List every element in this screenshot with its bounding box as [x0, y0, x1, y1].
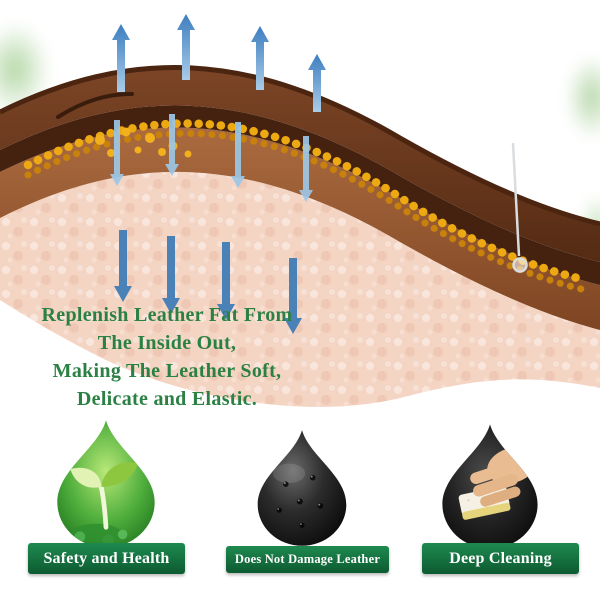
leather-seam-layer	[0, 105, 600, 285]
inner-down-arrow-4	[299, 136, 313, 202]
hand	[470, 446, 537, 507]
up-arrow-3	[251, 26, 269, 90]
lower-down-arrow-3	[217, 242, 235, 320]
sprout-leaf-left	[70, 467, 102, 488]
repair-needle	[511, 142, 528, 273]
headline-line-4: Delicate and Elastic.	[76, 388, 258, 410]
inner-down-arrows	[110, 114, 313, 202]
badge-deep-cleaning: Deep Cleaning	[422, 543, 579, 574]
leather-tufting-dimples	[272, 463, 324, 528]
fat-beads-row-2	[24, 129, 589, 294]
badge-safety-label: Safety and Health	[43, 549, 170, 567]
leather-surface-rim	[0, 65, 600, 227]
badge-no-damage-label: Does Not Damage Leather	[234, 552, 381, 566]
lower-down-arrows	[114, 230, 302, 334]
up-arrow-1	[112, 24, 130, 92]
surface-dark-streak	[56, 92, 134, 119]
up-arrow-4	[308, 54, 326, 112]
sponge-droplet-icon	[442, 424, 538, 549]
inner-down-arrow-1	[110, 120, 124, 186]
headline-line-2: The Inside Out,	[97, 332, 237, 354]
headline-line-3: Making The Leather Soft,	[52, 360, 282, 382]
sprout-leaf-right	[101, 462, 139, 487]
inner-down-arrow-3	[231, 122, 245, 188]
sprout-stem	[98, 484, 109, 530]
badge-deep-cleaning-label: Deep Cleaning	[449, 549, 552, 567]
leather-layers-diagram	[0, 14, 600, 407]
badge-does-not-damage-leather: Does Not Damage Leather	[226, 546, 389, 573]
inner-down-arrow-2	[165, 114, 179, 176]
sprout-droplet-icon	[57, 420, 155, 548]
lower-down-arrow-2	[162, 236, 180, 314]
leather-inner-layer-texture	[0, 171, 600, 407]
needle-eye	[512, 257, 528, 273]
headline-line-1: Replenish Leather Fat From	[41, 304, 293, 326]
headline-text: Replenish Leather Fat From The Inside Ou…	[0, 301, 334, 413]
leather-surface-layer	[0, 67, 600, 262]
leather-droplet-icon	[257, 430, 347, 546]
badge-safety-and-health: Safety and Health	[28, 543, 185, 574]
up-arrows	[112, 14, 326, 112]
lower-down-arrow-4	[284, 258, 302, 334]
up-arrow-2	[177, 14, 195, 80]
lower-down-arrow-1	[114, 230, 132, 302]
